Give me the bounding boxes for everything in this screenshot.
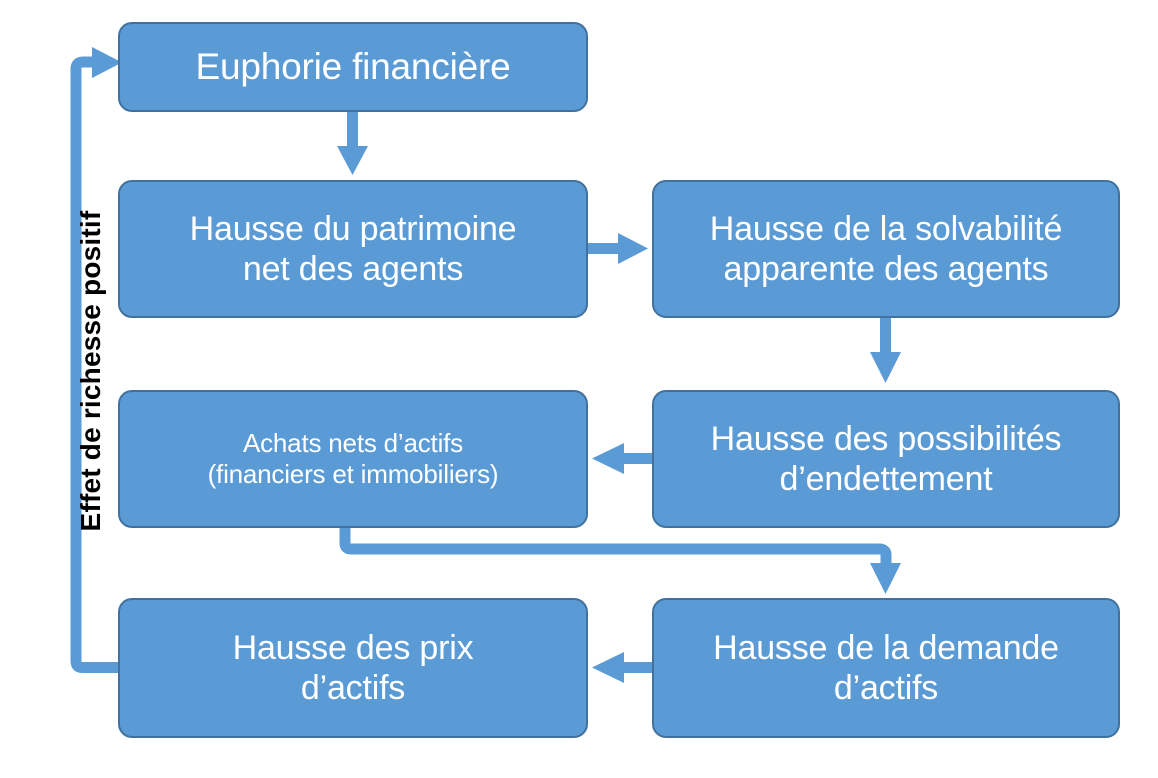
arrow-patrimoine-to-solvabilite (584, 233, 648, 264)
node-hausse-possibilites-endettement[interactable]: Hausse des possibilités d’endettement (652, 390, 1120, 528)
node-hausse-prix-actifs[interactable]: Hausse des prix d’actifs (118, 598, 588, 738)
arrow-euphorie-to-patrimoine (337, 108, 368, 175)
arrow-achats-to-demande (339, 524, 901, 594)
node-hausse-solvabilite-apparente[interactable]: Hausse de la solvabilité apparente des a… (652, 180, 1120, 318)
node-achats-label: Achats nets d’actifs (financiers et immo… (207, 428, 499, 489)
node-solvabilite-label: Hausse de la solvabilité apparente des a… (709, 209, 1063, 288)
arrow-endettement-to-achats (592, 443, 656, 474)
node-euphorie-label: Euphorie financière (195, 46, 511, 88)
arrow-solvabilite-to-endettement (870, 314, 901, 383)
node-endettement-label: Hausse des possibilités d’endettement (710, 419, 1062, 498)
vertical-axis-label: Effet de richesse positif (75, 210, 106, 532)
node-patrimoine-label: Hausse du patrimoine net des agents (189, 209, 517, 288)
node-hausse-demande-actifs[interactable]: Hausse de la demande d’actifs (652, 598, 1120, 738)
node-euphorie-financiere[interactable]: Euphorie financière (118, 22, 588, 112)
node-demande-label: Hausse de la demande d’actifs (713, 628, 1059, 707)
node-achats-nets-actifs[interactable]: Achats nets d’actifs (financiers et immo… (118, 390, 588, 528)
node-prix-label: Hausse des prix d’actifs (232, 628, 474, 707)
node-hausse-patrimoine-net[interactable]: Hausse du patrimoine net des agents (118, 180, 588, 318)
arrow-demande-to-prix (592, 652, 656, 683)
